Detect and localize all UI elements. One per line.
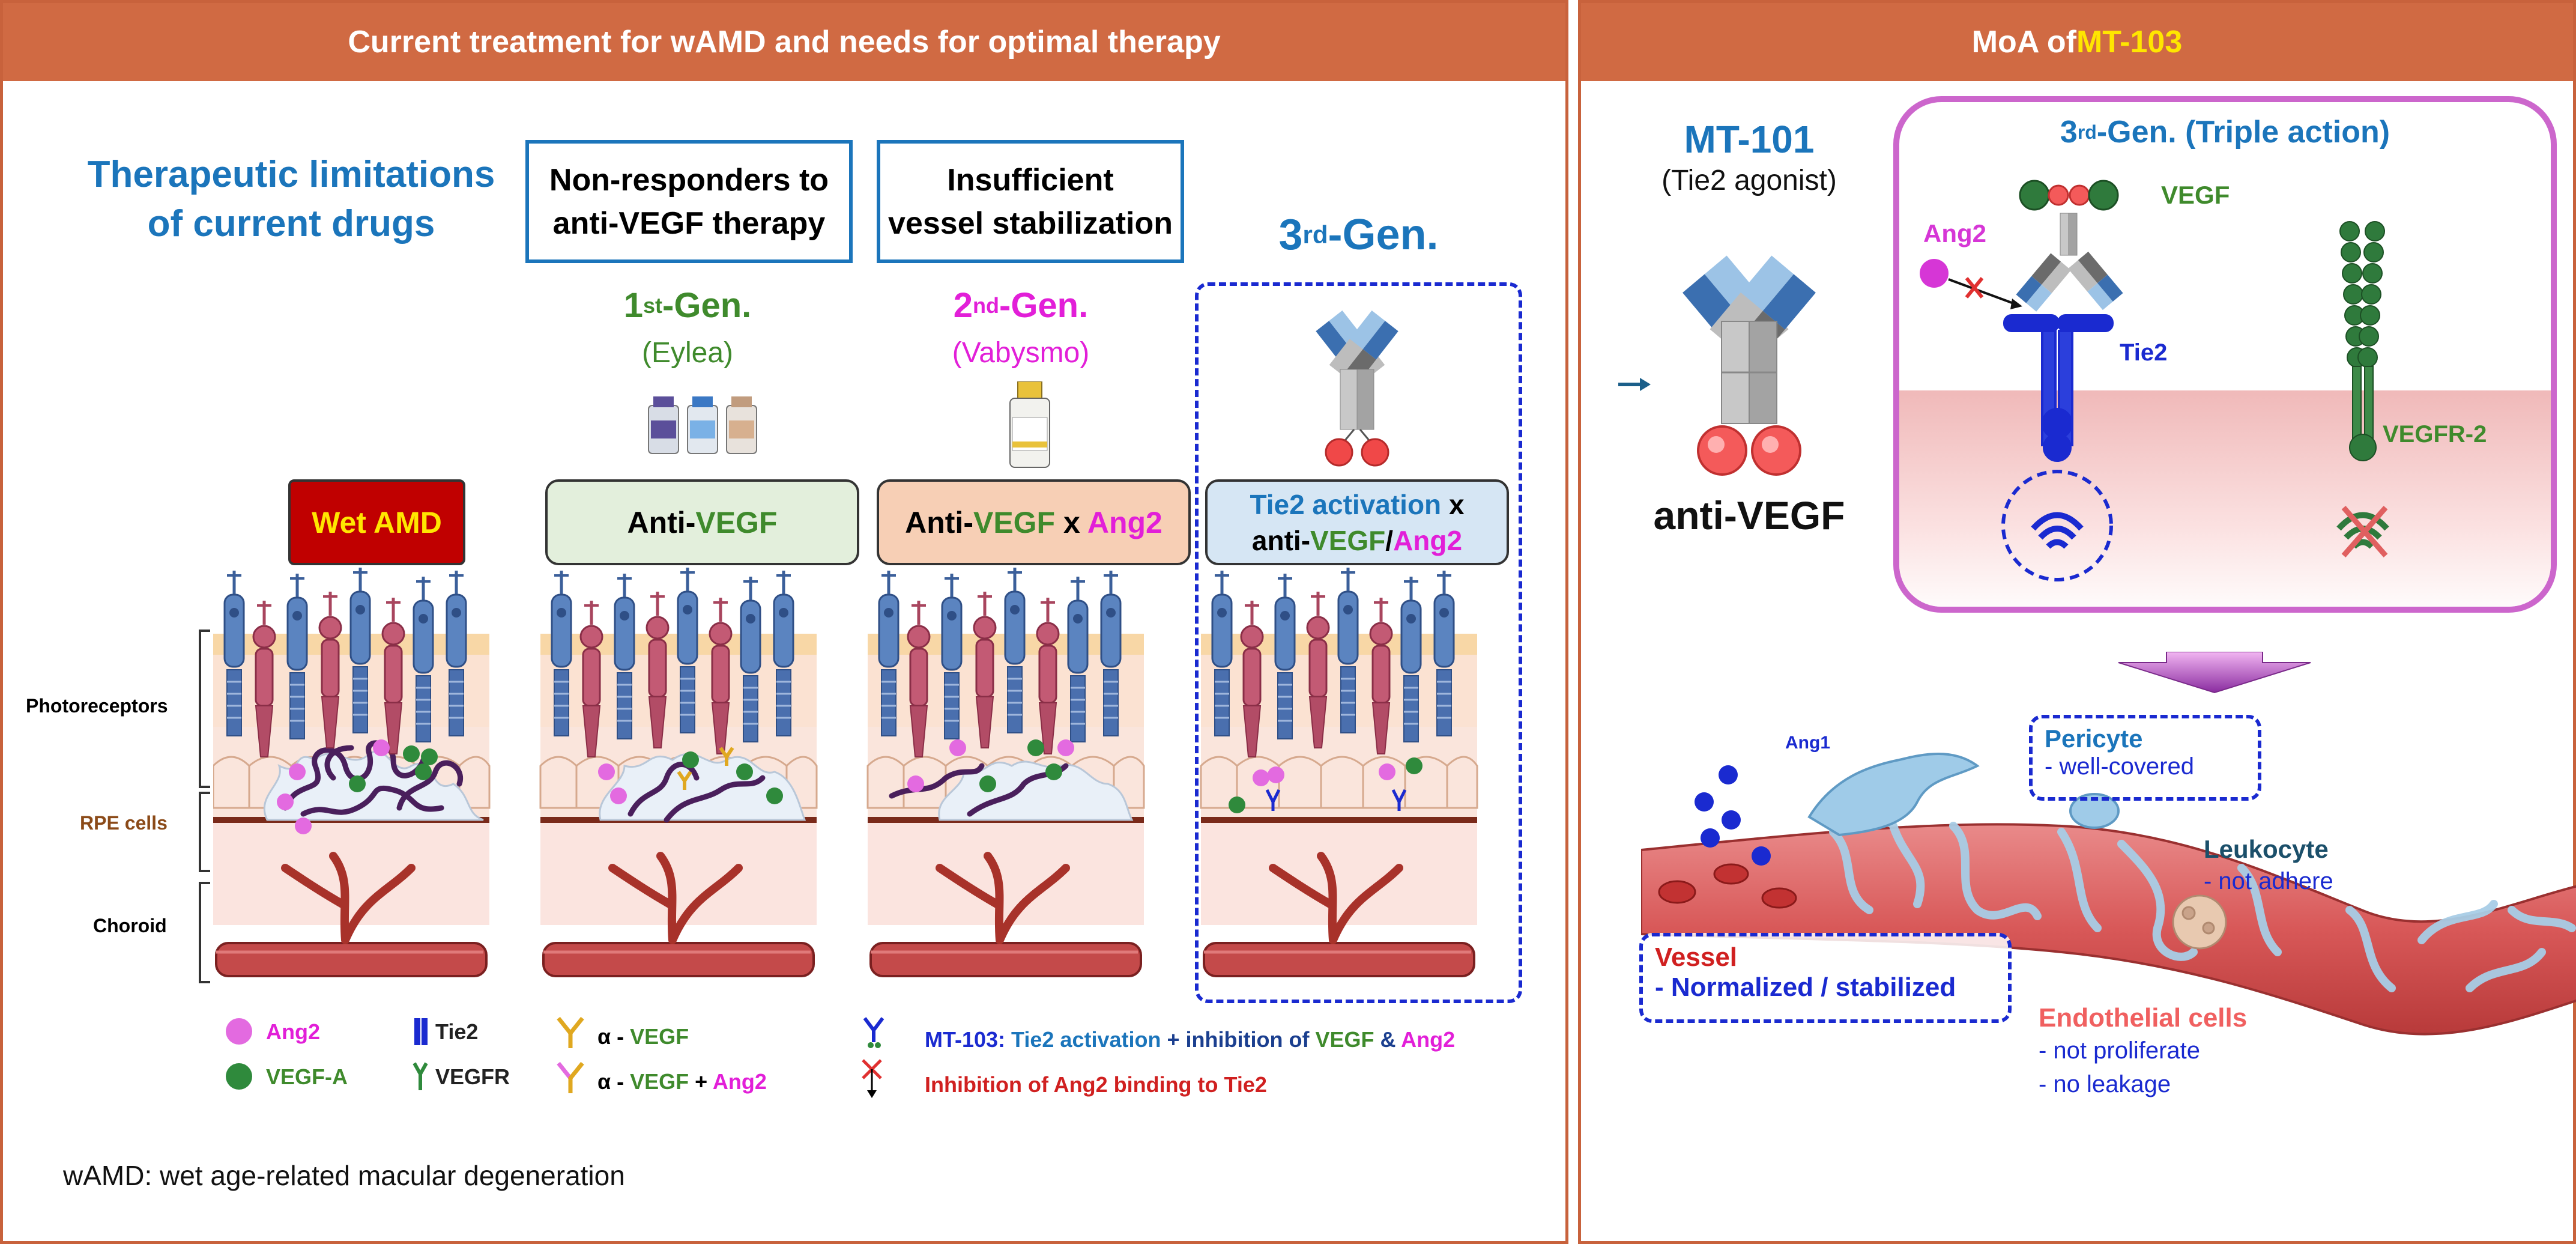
gen3-dashed-box [1195, 282, 1522, 1003]
tie2-receptor-icon [2003, 314, 2114, 462]
legend-mt103-text: MT-103: Tie2 activation + inhibition of … [925, 1027, 1456, 1052]
tie2-signal-icon [2001, 470, 2113, 581]
vegf-molecule-icon [2019, 180, 2119, 211]
rpe-cells-label: RPE cells [80, 812, 168, 834]
legend-alpha-vegf-text: α - VEGF [597, 1024, 689, 1049]
ang2-blocked-icon [1920, 259, 2022, 309]
anti-vegf-ang2-label: Anti-VEGF x Ang2 [877, 479, 1191, 565]
retina-panel-gen3 [1201, 568, 1477, 976]
endothelial-sub1: - not proliferate [2039, 1037, 2201, 1064]
vegf-label: VEGF [2161, 181, 2230, 209]
photoreceptors-label: Photoreceptors [26, 695, 168, 717]
left-panel-header: Current treatment for wAMD and needs for… [3, 3, 1565, 81]
legend-vegfr-text: VEGFR [435, 1064, 510, 1089]
legend-tie2-text: Tie2 [435, 1019, 479, 1044]
triple-action-frame [1893, 96, 2557, 613]
vabysmo-vial-icon [1009, 381, 1050, 468]
legend-ang2-icon [226, 1018, 252, 1045]
leukocyte-title: Leukocyte [2204, 835, 2329, 863]
vegfr2-signal-blocked-icon [2336, 506, 2389, 557]
vessel-title: Vessel [1655, 942, 1738, 972]
tie2-label: Tie2 [2120, 339, 2168, 366]
left-panel: Current treatment for wAMD and needs for… [0, 0, 1568, 1244]
nonresponders-line1: Non-responders to [549, 162, 829, 198]
footnote: wAMD: wet age-related macular degenerati… [63, 1160, 625, 1191]
vessel-box: Vessel - Normalized / stabilized [1639, 933, 2012, 1023]
down-arrow-icon [2118, 652, 2311, 694]
vegfr2-receptor-icon [2339, 221, 2385, 461]
ang1-label: Ang1 [1785, 733, 1830, 753]
ang1-dots-icon [1695, 765, 1771, 866]
pericyte-sub: - well-covered [2045, 753, 2194, 780]
arrow-small-icon [1618, 378, 1651, 391]
wet-amd-label: Wet AMD [288, 479, 465, 565]
retina-panel-anti-ang2 [868, 568, 1144, 976]
nonresponders-box: Non-responders to anti-VEGF therapy [525, 140, 853, 263]
legend-vegfr-icon [413, 1062, 428, 1090]
layer-brackets [199, 630, 210, 983]
gen3-antibody-icon [1316, 310, 1398, 467]
right-panel: MoA of MT-103 MT-101 (Tie2 agonist) [1578, 0, 2576, 1244]
legend-alpha-vegf-ang2-icon [557, 1061, 584, 1093]
tie2-activation-label: Tie2 activation x anti-VEGF/Ang2 [1205, 479, 1509, 565]
endothelial-title: Endothelial cells [2039, 1003, 2248, 1033]
legend-inhibition-icon [862, 1059, 882, 1098]
limitations-title: Therapeutic limitations of current drugs [75, 150, 507, 249]
anti-vegf-caption: anti-VEGF [1653, 493, 1845, 538]
legend-alpha-vegf-icon [557, 1016, 584, 1048]
choroid-label: Choroid [93, 915, 167, 936]
retina-illustrations [213, 568, 1522, 1000]
legend-ang2-text: Ang2 [266, 1019, 320, 1044]
pericyte-box: Pericyte - well-covered [2029, 715, 2261, 801]
blood-vessel-illustration [1641, 753, 2576, 1036]
right-panel-header: MoA of MT-103 [1581, 3, 2573, 81]
vessel-sub: - Normalized / stabilized [1655, 972, 1956, 1002]
retina-panel-wet-amd [213, 568, 489, 976]
mt101-subtitle: (Tie2 agonist) [1661, 165, 1837, 196]
mt101-antibody-icon [1683, 255, 1816, 476]
vegfr2-label: VEGFR-2 [2383, 421, 2487, 448]
legend-tie2-icon [414, 1018, 428, 1045]
insufficient-box: Insufficient vessel stabilization [877, 140, 1184, 263]
legend-icons [226, 1016, 884, 1098]
legend-alpha-vegf-ang2-text: α - VEGF + Ang2 [597, 1069, 767, 1094]
limitations-title-line2: of current drugs [147, 203, 435, 244]
gen2-drug: (Vabysmo) [952, 337, 1090, 369]
gen1-drug: (Eylea) [641, 337, 734, 369]
retina-panel-anti-vegf [540, 568, 817, 976]
legend-vegfa-icon [226, 1063, 252, 1090]
cell-membrane [1899, 390, 2551, 607]
ang2-label: Ang2 [1923, 219, 1986, 247]
eylea-vials-icon [648, 396, 757, 454]
nonresponders-line2: anti-VEGF therapy [552, 205, 826, 241]
triple-action-diagram [1920, 180, 2389, 581]
insufficient-line1: Insufficient [947, 162, 1114, 198]
pericyte-title: Pericyte [2045, 724, 2143, 753]
legend-inhibition-text: Inhibition of Ang2 binding to Tie2 [925, 1072, 1267, 1097]
leukocyte-sub: - not adhere [2204, 868, 2333, 894]
limitations-title-line1: Therapeutic limitations [87, 154, 495, 195]
anti-vegf-label: Anti-VEGF [545, 479, 859, 565]
legend-mt103-icon [863, 1017, 884, 1048]
endothelial-sub2: - no leakage [2039, 1071, 2171, 1097]
insufficient-line2: vessel stabilization [888, 205, 1173, 241]
legend-vegfa-text: VEGF-A [266, 1064, 348, 1089]
mt101-title: MT-101 [1684, 118, 1815, 161]
